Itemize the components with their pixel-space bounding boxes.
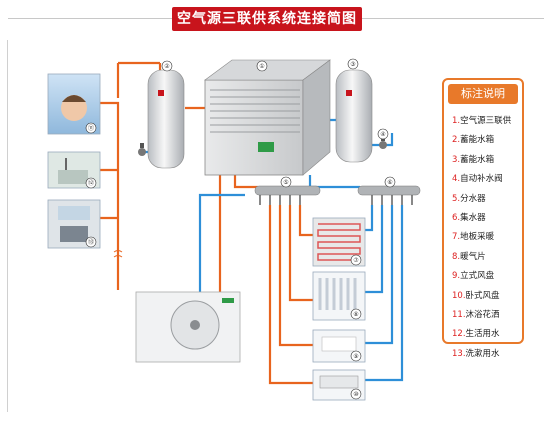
legend-item-label: 洗漱用水 xyxy=(465,348,500,359)
horizontal-fan-coil xyxy=(312,369,366,401)
legend-item-label: 卧式风盘 xyxy=(465,290,500,301)
legend-item: 11.沐浴花洒 xyxy=(452,306,511,325)
marker-10-label: ⑩ xyxy=(353,391,358,398)
air-source-unit xyxy=(204,59,331,176)
bathroom-scene xyxy=(47,199,101,249)
legend-item: 3.蓄能水箱 xyxy=(452,151,511,170)
legend-item: 8.暖气片 xyxy=(452,248,511,267)
water-collector xyxy=(357,185,421,205)
marker-8-label: ⑧ xyxy=(353,311,358,318)
legend-item-number: 6. xyxy=(452,212,461,223)
marker-12-label: ⑫ xyxy=(88,179,94,187)
legend-item-number: 5. xyxy=(452,193,461,204)
legend-header: 标注说明 xyxy=(448,84,518,104)
outdoor-unit xyxy=(135,291,241,363)
marker-5: ⑤ xyxy=(280,176,292,188)
legend-item: 7.地板采暖 xyxy=(452,228,511,247)
storage-tank-2 xyxy=(147,69,185,169)
marker-6-label: ⑥ xyxy=(387,179,392,186)
pipe-hot-radiator xyxy=(288,205,313,302)
legend-panel: 标注说明 1.空气源三联供 2.蓄能水箱 3.蓄能水箱 4.自动补水阀 5.分水… xyxy=(442,78,524,359)
pipe-hot-vertical-fan xyxy=(278,205,313,347)
legend-list: 1.空气源三联供 2.蓄能水箱 3.蓄能水箱 4.自动补水阀 5.分水器 6.集… xyxy=(452,112,511,364)
legend-item-number: 12. xyxy=(452,329,466,340)
vertical-fan-coil xyxy=(312,329,366,363)
legend-item-number: 10. xyxy=(452,290,466,301)
marker-3-label: ③ xyxy=(350,61,355,68)
legend-item-number: 13. xyxy=(452,348,466,359)
legend-item: 5.分水器 xyxy=(452,190,511,209)
diagram-title: 空气源三联供系统连接简图 xyxy=(172,7,362,31)
legend-item-label: 自动补水阀 xyxy=(460,174,503,185)
marker-13: ⑬ xyxy=(85,236,97,248)
legend-item: 9.立式风盘 xyxy=(452,267,511,286)
legend-item: 4.自动补水阀 xyxy=(452,170,511,189)
pipe-hot-horizontal-fan xyxy=(268,205,313,385)
legend-item-label: 集水器 xyxy=(460,212,486,223)
legend-item-number: 4. xyxy=(452,174,461,185)
marker-6: ⑥ xyxy=(384,176,396,188)
pipe-cold-floor xyxy=(365,205,374,232)
legend-item-label: 生活用水 xyxy=(465,329,500,340)
marker-9: ⑨ xyxy=(350,350,362,362)
frame-left-rule xyxy=(7,40,8,412)
legend-item-label: 空气源三联供 xyxy=(460,116,512,126)
pipe-hot-shower xyxy=(100,101,120,290)
marker-5-label: ⑤ xyxy=(283,179,288,186)
legend-item: 2.蓄能水箱 xyxy=(452,131,511,150)
marker-9-label: ⑨ xyxy=(353,353,358,360)
legend-item: 10.卧式风盘 xyxy=(452,287,511,306)
legend-item-number: 8. xyxy=(452,251,461,262)
pipe-cold-radiator xyxy=(365,205,384,294)
pipe-break-mark xyxy=(113,250,123,258)
marker-1-label: ① xyxy=(259,63,264,70)
water-distributor xyxy=(254,185,321,205)
legend-item-label: 分水器 xyxy=(460,193,486,204)
legend-item: 6.集水器 xyxy=(452,209,511,228)
legend-item-number: 9. xyxy=(452,271,461,282)
marker-4-label: ④ xyxy=(380,131,385,138)
marker-13-label: ⑬ xyxy=(88,238,94,246)
marker-11-label: ⑪ xyxy=(88,124,94,132)
tank2-valve xyxy=(138,143,146,156)
pipe-cold-outdoor xyxy=(198,193,245,300)
legend-item-label: 蓄能水箱 xyxy=(460,154,495,165)
legend-item-number: 11. xyxy=(452,309,466,320)
pipe-hot-floor xyxy=(298,205,313,237)
legend-item-label: 立式风盘 xyxy=(460,271,495,282)
pipe-hot-unit-to-manifold xyxy=(233,175,258,189)
floor-heating-panel xyxy=(312,217,366,267)
marker-7-label: ⑦ xyxy=(353,257,359,264)
storage-tank-3 xyxy=(335,69,373,163)
hot-pipes xyxy=(100,61,313,385)
marker-1: ① xyxy=(256,60,268,72)
legend-item: 13.洗漱用水 xyxy=(452,345,511,364)
legend-item-number: 2. xyxy=(452,135,461,146)
legend-item-number: 3. xyxy=(452,154,461,165)
legend-item-label: 暖气片 xyxy=(460,251,486,262)
pipe-cold-unit-to-collector xyxy=(308,175,360,189)
legend-item-label: 沐浴花洒 xyxy=(465,309,500,320)
marker-7: ⑦ xyxy=(350,254,362,266)
marker-8: ⑧ xyxy=(350,308,362,320)
marker-10: ⑩ xyxy=(350,388,362,400)
shower-scene xyxy=(47,73,101,135)
legend-item-number: 7. xyxy=(452,232,461,243)
marker-4: ④ xyxy=(377,128,389,140)
pipe-cold-horizontal-fan xyxy=(365,205,404,382)
pipe-cold-vertical-fan xyxy=(365,205,394,345)
legend-item-number: 1. xyxy=(452,116,461,126)
pipe-cold-tank3-valve xyxy=(370,133,394,147)
marker-11: ⑪ xyxy=(85,122,97,134)
legend-item: 1.空气源三联供 xyxy=(452,112,511,131)
marker-2-label: ② xyxy=(164,63,170,70)
legend-item: 12.生活用水 xyxy=(452,325,511,344)
marker-3: ③ xyxy=(347,58,359,70)
marker-2: ② xyxy=(161,60,173,72)
legend-item-label: 地板采暖 xyxy=(460,232,495,243)
legend-item-label: 蓄能水箱 xyxy=(460,135,495,146)
marker-12: ⑫ xyxy=(85,177,97,189)
